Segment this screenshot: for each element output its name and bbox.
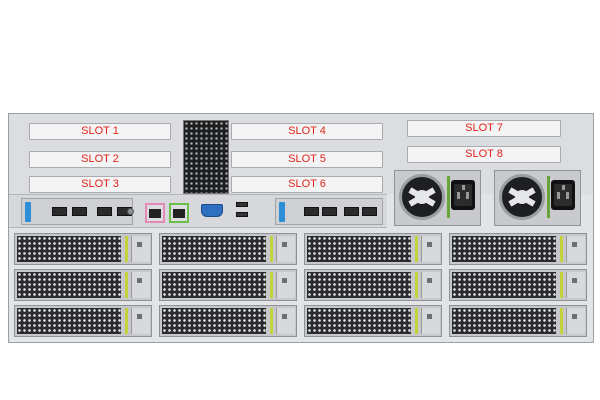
sfp-port[interactable]	[304, 207, 319, 216]
psu-2	[494, 170, 581, 226]
psu-handle[interactable]	[547, 176, 550, 218]
power-socket-icon	[451, 180, 475, 210]
drive-bay[interactable]	[14, 305, 152, 337]
slot-1-label: SLOT 1	[81, 125, 119, 137]
usb-port-icon[interactable]	[236, 212, 248, 217]
pcie-slot-6: SLOT 6	[231, 176, 383, 193]
drive-bay[interactable]	[449, 305, 587, 337]
mgmt-port	[145, 203, 165, 223]
ethernet-port-icon[interactable]	[173, 209, 185, 218]
drive-bay[interactable]	[304, 269, 442, 301]
sfp-port[interactable]	[344, 207, 359, 216]
drive-bay[interactable]	[304, 233, 442, 265]
slot-3-label: SLOT 3	[81, 178, 119, 190]
network-card-right	[275, 198, 383, 225]
drive-bay[interactable]	[14, 269, 152, 301]
drive-bay[interactable]	[449, 233, 587, 265]
fan-icon	[499, 174, 545, 220]
network-card-left	[21, 198, 133, 225]
slot-2-label: SLOT 2	[81, 153, 119, 165]
thumb-screw[interactable]	[127, 208, 134, 215]
pcie-slot-7: SLOT 7	[407, 120, 561, 137]
pcie-slot-4: SLOT 4	[231, 123, 383, 140]
ethernet-port-icon[interactable]	[149, 209, 161, 218]
sfp-port[interactable]	[362, 207, 377, 216]
fan-icon	[399, 174, 445, 220]
drive-bays	[14, 233, 588, 337]
sfp-port[interactable]	[322, 207, 337, 216]
drive-bay[interactable]	[304, 305, 442, 337]
card-latch[interactable]	[279, 202, 285, 222]
usb-port-icon[interactable]	[236, 202, 248, 207]
slot-5-label: SLOT 5	[288, 153, 326, 165]
sfp-port[interactable]	[52, 207, 67, 216]
drive-bay[interactable]	[159, 305, 297, 337]
io-panel	[9, 194, 387, 228]
pcie-slot-2: SLOT 2	[29, 151, 171, 168]
slot-4-label: SLOT 4	[288, 125, 326, 137]
psu-handle[interactable]	[447, 176, 450, 218]
data-port	[169, 203, 189, 223]
pcie-slot-5: SLOT 5	[231, 151, 383, 168]
sfp-port[interactable]	[97, 207, 112, 216]
vga-port-icon[interactable]	[201, 204, 223, 217]
psu-1	[394, 170, 481, 226]
pcie-slot-8: SLOT 8	[407, 146, 561, 163]
slot-6-label: SLOT 6	[288, 178, 326, 190]
drive-bay[interactable]	[449, 269, 587, 301]
card-latch[interactable]	[25, 202, 31, 222]
power-socket-icon	[551, 180, 575, 210]
drive-bay[interactable]	[159, 269, 297, 301]
server-chassis-rear: SLOT 1 SLOT 2 SLOT 3 SLOT 4 SLOT 5 SLOT …	[8, 113, 594, 343]
pcie-slot-1: SLOT 1	[29, 123, 171, 140]
drive-bay[interactable]	[14, 233, 152, 265]
slot-7-label: SLOT 7	[465, 122, 503, 134]
slot-8-label: SLOT 8	[465, 148, 503, 160]
vent-grille	[183, 120, 229, 194]
drive-bay[interactable]	[159, 233, 297, 265]
sfp-port[interactable]	[72, 207, 87, 216]
pcie-slot-3: SLOT 3	[29, 176, 171, 193]
